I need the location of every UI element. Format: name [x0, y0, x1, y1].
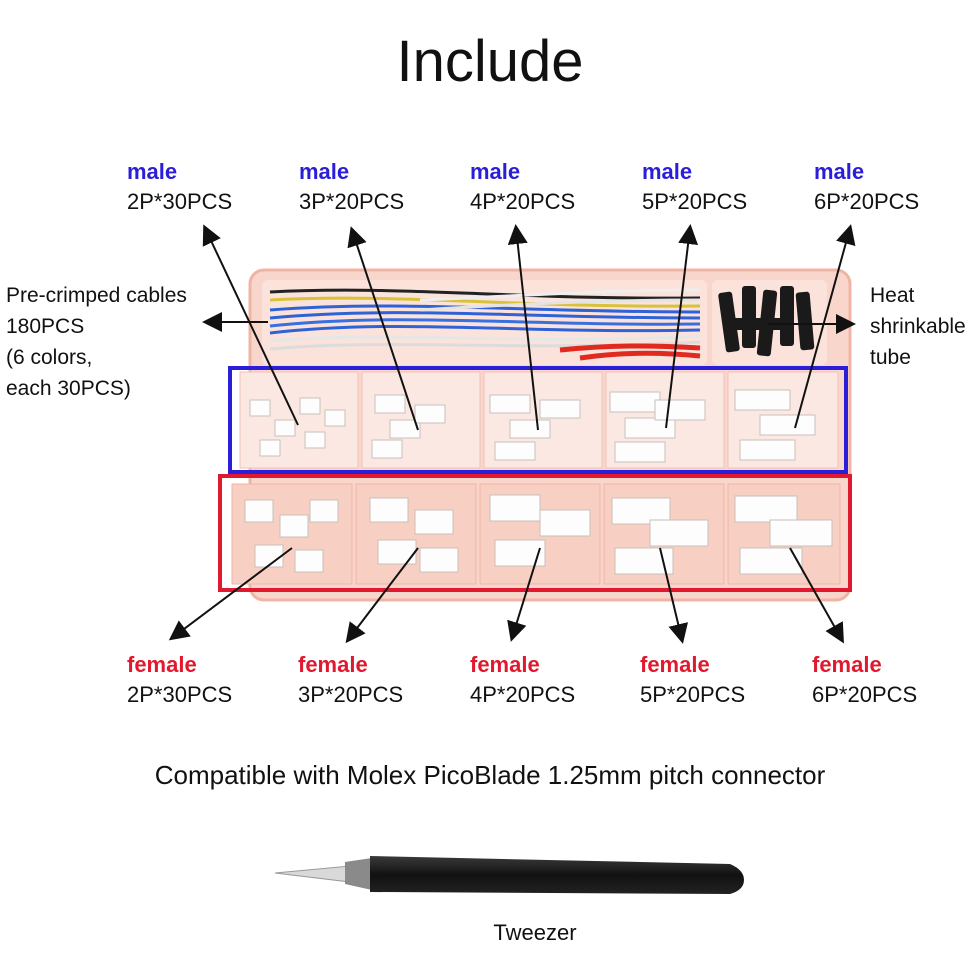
female-label-3p: female 3P*20PCS — [298, 652, 404, 707]
male-label-4p: male 4P*20PCS — [470, 159, 576, 214]
male-label-3p: male 3P*20PCS — [299, 159, 405, 214]
side-arrows — [202, 312, 856, 334]
female-arrows — [168, 547, 844, 644]
male-arrows — [202, 224, 856, 431]
female-label-4p: female 4P*20PCS — [470, 652, 576, 707]
male-label-5p: male 5P*20PCS — [642, 159, 748, 214]
cables-label: Pre-crimped cables 180PCS (6 colors, eac… — [6, 284, 187, 400]
female-connectors — [244, 494, 833, 575]
cable-bundle — [269, 288, 701, 361]
female-label-6p: female 6P*20PCS — [812, 652, 918, 707]
heat-shrink-tubes — [718, 286, 815, 357]
male-row-frame — [228, 366, 848, 474]
tweezer-image — [274, 856, 744, 894]
compatibility-note: Compatible with Molex PicoBlade 1.25mm p… — [154, 760, 826, 790]
female-label-5p: female 5P*20PCS — [640, 652, 746, 707]
tweezer-caption: Tweezer — [493, 920, 577, 945]
male-label-2p: male 2P*30PCS — [127, 159, 233, 214]
heat-tube-label: Heat shrinkable tube — [870, 284, 966, 369]
female-label-2p: female 2P*30PCS — [127, 652, 233, 707]
page-title: Include — [396, 29, 584, 94]
female-row-frame — [218, 474, 852, 592]
male-label-6p: male 6P*20PCS — [814, 159, 920, 214]
